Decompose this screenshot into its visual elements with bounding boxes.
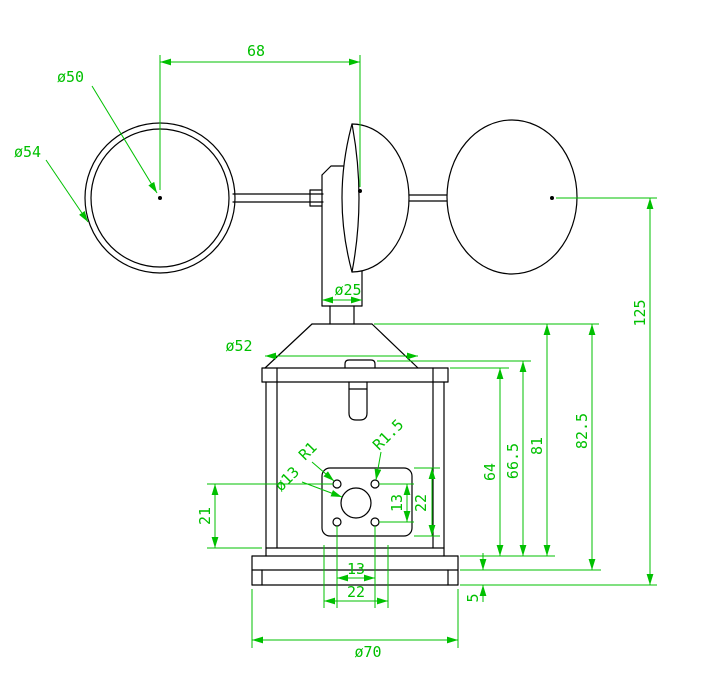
plate-hole-bottom-left — [332, 517, 342, 527]
leader-center-hole — [301, 481, 343, 498]
dim-label-cup-inner-dia: ø50 — [57, 68, 84, 86]
dim-label-base-thickness: 5 — [464, 593, 482, 602]
dim-label-center-hole-dia: ø13 — [271, 463, 303, 495]
dim-label-cup-outer-dia: ø54 — [14, 143, 41, 161]
outline-rotor-cups — [84, 119, 578, 307]
dim-label-66-5: 66.5 — [504, 443, 522, 479]
leader-cup-inner-dia — [91, 85, 158, 194]
dim-label-plate-height: 22 — [412, 494, 430, 512]
leader-slot-radius — [374, 451, 382, 481]
flange-tab — [344, 359, 376, 369]
outline-shaft-and-collar — [264, 305, 419, 369]
plate-hole-top-left — [332, 479, 342, 489]
leader-cup-outer-dia — [45, 159, 89, 223]
connector-bottom — [348, 412, 368, 421]
dim-label-slot-radius: R1.5 — [369, 416, 407, 454]
dim-label-overall-height: 125 — [631, 299, 649, 326]
outline-base — [251, 547, 459, 586]
middle-cup-center-dot — [358, 189, 362, 193]
dim-label-64: 64 — [481, 463, 499, 481]
plate-hole-bottom-right — [370, 517, 380, 527]
dim-label-hole-cols: 13 — [347, 560, 365, 578]
dim-label-82-5: 82.5 — [573, 413, 591, 449]
collar-left-slope — [264, 323, 313, 369]
dim-label-hole-span: 22 — [347, 583, 365, 601]
dim-label-hole-rows: 13 — [388, 494, 406, 512]
leader-hole-radius — [311, 461, 335, 482]
dim-label-21: 21 — [196, 507, 214, 525]
right-cup-center-dot — [550, 196, 554, 200]
dimension-annotations: 68 ø50 ø54 ø25 ø52 125 82.5 81 66.5 64 R… — [14, 42, 657, 661]
dim-label-81: 81 — [528, 437, 546, 455]
dim-label-collar-dia: ø52 — [225, 337, 252, 355]
dim-label-shaft-dia: ø25 — [334, 281, 361, 299]
plate-center-hole — [340, 487, 372, 519]
right-cup — [446, 119, 578, 275]
outline-housing-body — [261, 359, 449, 549]
dim-label-base-dia: ø70 — [354, 643, 381, 661]
plate-outline — [321, 467, 413, 537]
middle-cup — [341, 123, 410, 273]
middle-cup-rim — [351, 123, 360, 273]
plate-hole-top-right — [370, 479, 380, 489]
dim-label-hole-radius: R1 — [295, 438, 321, 464]
left-cup-center-dot — [158, 196, 162, 200]
dim-label-arm-span: 68 — [247, 42, 265, 60]
